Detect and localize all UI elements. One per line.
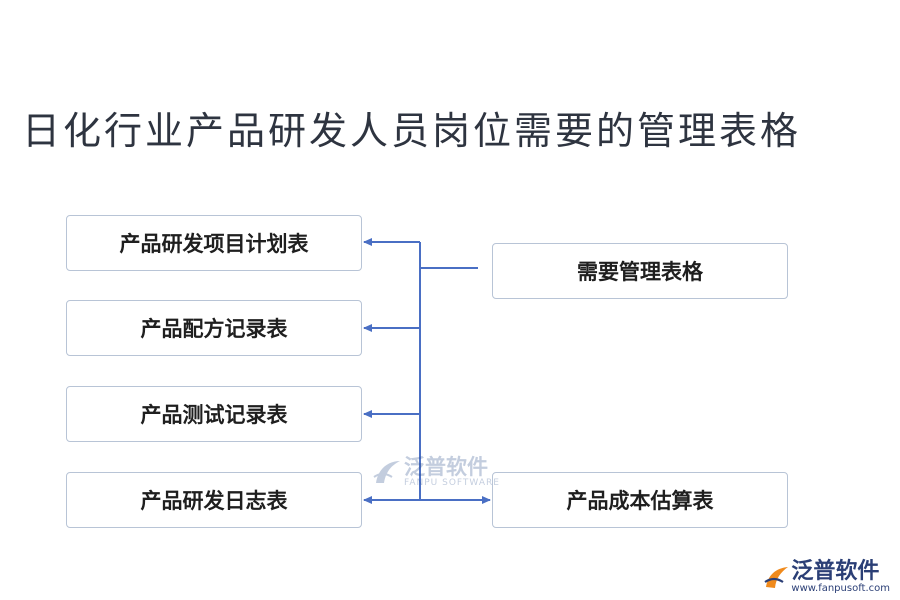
logo-url: www.fanpusoft.com <box>791 583 890 594</box>
watermark: 泛普软件 FANPU SOFTWARE <box>370 455 500 489</box>
logo-name: 泛普软件 <box>791 559 880 584</box>
watermark-logo-icon <box>373 461 400 483</box>
watermark-name: 泛普软件 <box>404 454 488 479</box>
page-title: 日化行业产品研发人员岗位需要的管理表格 <box>22 109 802 153</box>
node-left-2: 产品测试记录表 <box>66 386 362 442</box>
node-left-0: 产品研发项目计划表 <box>66 215 362 271</box>
node-left-1: 产品配方记录表 <box>66 300 362 356</box>
brand-logo: 泛普软件 www.fanpusoft.com <box>763 561 890 594</box>
watermark-sub: FANPU SOFTWARE <box>404 477 500 488</box>
node-right-0: 产品成本估算表 <box>492 472 788 528</box>
node-left-3: 产品研发日志表 <box>66 472 362 528</box>
node-source: 需要管理表格 <box>492 243 788 299</box>
fanpu-logo-icon <box>764 566 789 588</box>
